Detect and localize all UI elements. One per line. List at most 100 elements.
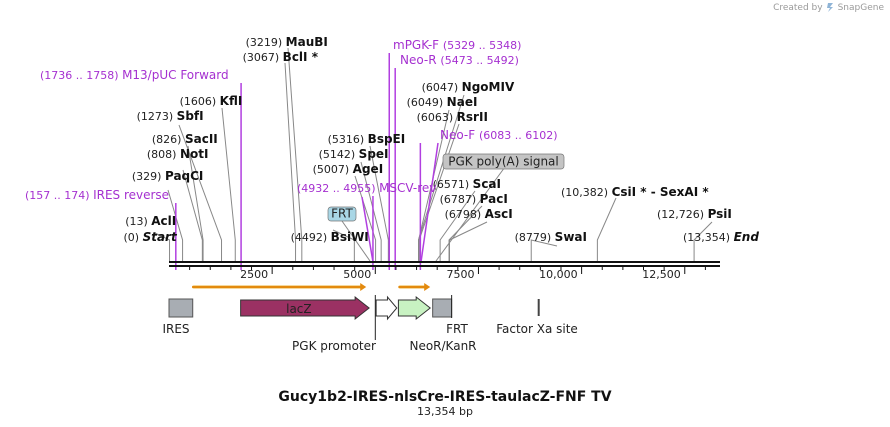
site-name: KflI bbox=[220, 94, 243, 108]
site-position: (1273) bbox=[137, 110, 177, 123]
site-name: PsiI bbox=[708, 207, 732, 221]
site-position: (5142) bbox=[319, 148, 359, 161]
feature-label-pgk-poly-a-signal[interactable]: PGK poly(A) signal bbox=[442, 153, 565, 170]
site-name: CsiI * bbox=[612, 185, 648, 199]
sequence-backbone bbox=[169, 261, 720, 267]
site-maubi[interactable]: (3219) MauBI bbox=[246, 35, 328, 49]
site-bspei[interactable]: (5316) BspEI bbox=[328, 132, 406, 146]
site-sbfi[interactable]: (1273) SbfI bbox=[137, 109, 204, 123]
ruler-label: 12,500 bbox=[642, 268, 681, 281]
site-acli[interactable]: (13) AclI bbox=[125, 214, 176, 228]
site-spei[interactable]: (5142) SpeI bbox=[319, 147, 389, 161]
primer-mscv-rev[interactable]: (4932 .. 4955) MSCV-rev bbox=[297, 181, 436, 195]
site-leader bbox=[284, 62, 297, 261]
feature-frt[interactable]: FRT bbox=[432, 298, 469, 336]
site-position: (4492) bbox=[291, 231, 331, 244]
site-bsiwi[interactable]: (4492) BsiWI bbox=[291, 230, 369, 244]
svg-text:(5007) AgeI: (5007) AgeI bbox=[313, 162, 384, 176]
feature-label: NeoR/KanR bbox=[409, 339, 476, 353]
site-position: (329) bbox=[132, 170, 165, 183]
feature-label: FRT bbox=[446, 322, 468, 336]
svg-text:(6049) NaeI: (6049) NaeI bbox=[407, 95, 478, 109]
svg-text:mPGK-F (5329 .. 5348): mPGK-F (5329 .. 5348) bbox=[393, 38, 521, 52]
site-bcli[interactable]: (3067) BclI * bbox=[243, 50, 319, 64]
primer-mpgk-f[interactable]: mPGK-F (5329 .. 5348) bbox=[393, 38, 521, 52]
site-start[interactable]: (0) Start bbox=[124, 230, 178, 244]
orf-arrow bbox=[398, 283, 431, 291]
site-position: (6798) bbox=[445, 208, 485, 221]
site-leader bbox=[332, 229, 355, 261]
site-name: MauBI bbox=[286, 35, 328, 49]
site-naei[interactable]: (6049) NaeI bbox=[407, 95, 478, 109]
site-leader bbox=[448, 221, 488, 261]
site-position: (6063) bbox=[417, 111, 457, 124]
site-name: SacII bbox=[185, 132, 218, 146]
site-csii[interactable]: (10,382) CsiI * - SexAI * bbox=[561, 185, 709, 199]
site-name: AscI bbox=[485, 207, 513, 221]
site-leader bbox=[369, 145, 389, 261]
site-leader bbox=[530, 239, 558, 261]
feature-neor-kanr[interactable]: NeoR/KanR bbox=[397, 295, 477, 353]
svg-text:(13) AclI: (13) AclI bbox=[125, 214, 176, 228]
feature-ires[interactable]: IRES bbox=[162, 298, 194, 336]
primer-m13-puc-forward[interactable]: (1736 .. 1758) M13/pUC Forward bbox=[40, 68, 229, 82]
site-rsrii[interactable]: (6063) RsrII bbox=[417, 110, 488, 124]
site-leader bbox=[287, 47, 303, 261]
primer-neo-f[interactable]: Neo-F (6083 .. 6102) bbox=[440, 128, 558, 142]
svg-text:(12,726) PsiI: (12,726) PsiI bbox=[657, 207, 732, 221]
feature-label: PGK promoter bbox=[292, 339, 376, 353]
site-psii[interactable]: (12,726) PsiI bbox=[657, 207, 732, 221]
site-name: BspEI bbox=[368, 132, 406, 146]
site-name: SwaI bbox=[555, 230, 587, 244]
site-leader bbox=[221, 107, 236, 261]
feature-pgk-promoter[interactable]: PGK promoter bbox=[292, 295, 398, 353]
feature-label: IRES bbox=[162, 322, 189, 336]
svg-text:(6798) AscI: (6798) AscI bbox=[445, 207, 513, 221]
feature-label: Factor Xa site bbox=[496, 322, 578, 336]
svg-text:(4932 .. 4955) MSCV-rev: (4932 .. 4955) MSCV-rev bbox=[297, 181, 436, 195]
site-name-2: - SexAI * bbox=[647, 185, 710, 199]
site-scai[interactable]: (6571) ScaI bbox=[433, 177, 501, 191]
site-position: (5007) bbox=[313, 163, 353, 176]
svg-text:(13,354) End: (13,354) End bbox=[683, 230, 759, 244]
svg-text:(1606) KflI: (1606) KflI bbox=[180, 94, 243, 108]
site-leader bbox=[693, 221, 713, 261]
site-end[interactable]: (13,354) End bbox=[683, 230, 759, 244]
feature-factor-xa-site[interactable]: Factor Xa site bbox=[496, 299, 578, 336]
site-position: (6049) bbox=[407, 96, 447, 109]
site-position: (6787) bbox=[440, 193, 480, 206]
site-noti[interactable]: (808) NotI bbox=[147, 147, 209, 161]
site-leader bbox=[187, 145, 204, 261]
site-leader bbox=[360, 161, 382, 261]
ruler-label: 2500 bbox=[240, 268, 268, 281]
site-sacii[interactable]: (826) SacII bbox=[152, 132, 218, 146]
svg-text:Neo-R (5473 .. 5492): Neo-R (5473 .. 5492) bbox=[400, 53, 519, 67]
feature-label-frt[interactable]: FRT bbox=[327, 207, 357, 222]
primer-neo-r[interactable]: Neo-R (5473 .. 5492) bbox=[400, 53, 519, 67]
site-position: (13) bbox=[125, 215, 151, 228]
svg-text:(826) SacII: (826) SacII bbox=[152, 132, 218, 146]
site-name: ScaI bbox=[473, 177, 501, 191]
feature-lacz[interactable]: lacZ bbox=[240, 295, 370, 321]
site-swai[interactable]: (8779) SwaI bbox=[515, 230, 587, 244]
site-agei[interactable]: (5007) AgeI bbox=[313, 162, 384, 176]
svg-text:(1736 .. 1758) M13/pUC Forwar: (1736 .. 1758) M13/pUC Forward bbox=[40, 68, 229, 82]
site-name: RsrII bbox=[457, 110, 488, 124]
site-name: NaeI bbox=[447, 95, 478, 109]
primer-ires-reverse[interactable]: (157 .. 174) IRES reverse bbox=[25, 188, 169, 202]
svg-text:(329) PaqCI: (329) PaqCI bbox=[132, 169, 204, 183]
site-asci[interactable]: (6798) AscI bbox=[445, 207, 513, 221]
site-ngomiv[interactable]: (6047) NgoMIV bbox=[422, 80, 515, 94]
site-kfli[interactable]: (1606) KflI bbox=[180, 94, 243, 108]
site-name: End bbox=[734, 230, 760, 244]
site-leader bbox=[418, 109, 450, 261]
site-paci[interactable]: (6787) PacI bbox=[440, 192, 508, 206]
site-position: (3219) bbox=[246, 36, 286, 49]
site-name: AgeI bbox=[353, 162, 383, 176]
site-paqci[interactable]: (329) PaqCI bbox=[132, 169, 204, 183]
credit-text: Created by bbox=[773, 2, 823, 13]
svg-text:(5316) BspEI: (5316) BspEI bbox=[328, 132, 406, 146]
svg-text:(6571) ScaI: (6571) ScaI bbox=[433, 177, 501, 191]
ruler-label: 5000 bbox=[343, 268, 371, 281]
svg-text:(6047) NgoMIV: (6047) NgoMIV bbox=[422, 80, 515, 94]
